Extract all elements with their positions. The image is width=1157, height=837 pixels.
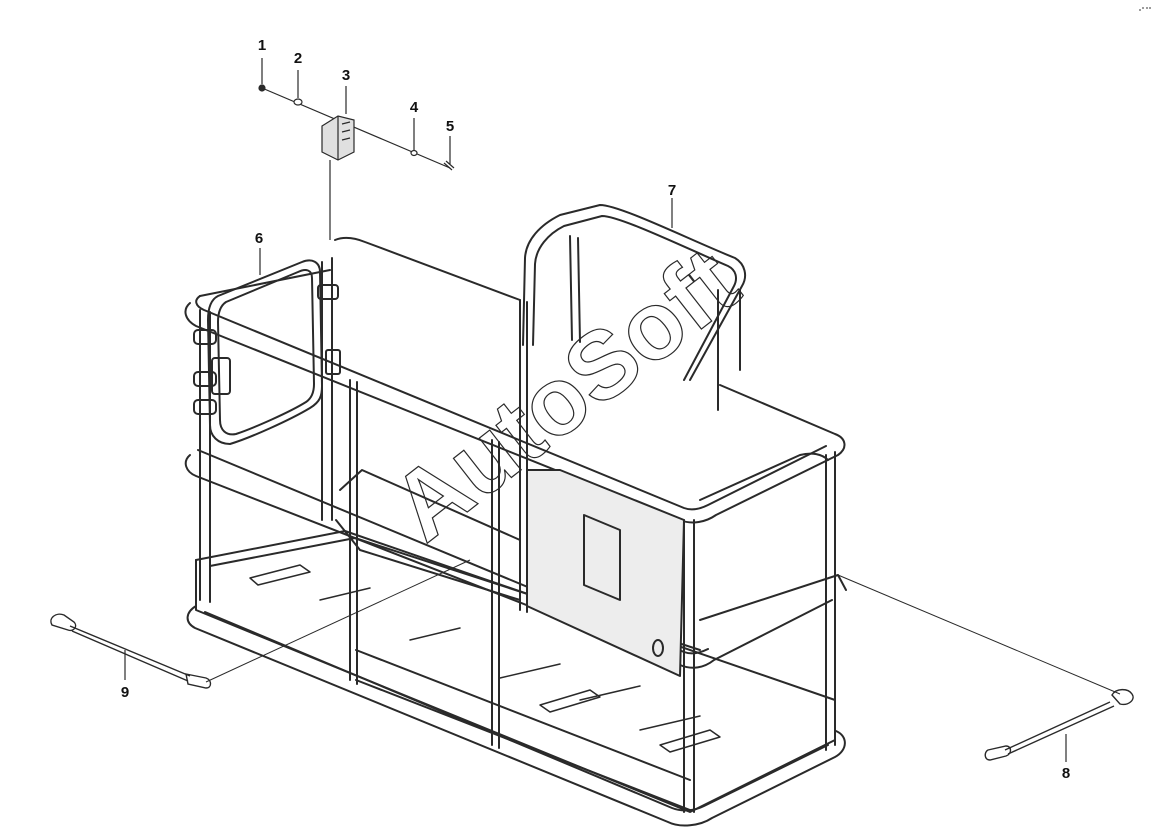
lanyard-8-tether xyxy=(837,574,1121,695)
bolt-part xyxy=(443,160,455,171)
floor-tube xyxy=(186,605,846,827)
step-rail xyxy=(355,649,691,781)
callout-6: 6 xyxy=(255,230,263,247)
gate-frame xyxy=(207,259,323,445)
lanyard-9-strap xyxy=(69,625,191,682)
lanyard-8 xyxy=(837,574,1134,761)
top-rail xyxy=(184,302,846,524)
top-rail-inner xyxy=(195,295,827,511)
floor-tube-inner xyxy=(204,611,829,812)
gate-frame-inner xyxy=(217,269,315,436)
lanyard-9-clip xyxy=(185,673,212,689)
lanyard-9-tether xyxy=(205,559,471,683)
washer-part xyxy=(293,98,303,106)
bracket-part-detail xyxy=(337,116,351,160)
callout-4: 4 xyxy=(410,99,419,116)
end-rail xyxy=(699,452,829,501)
hardware-axis-line xyxy=(261,87,451,169)
step-rail-lower xyxy=(355,679,691,811)
top-rail-back xyxy=(199,236,521,301)
gate-hinges xyxy=(193,284,341,415)
control-cage-back xyxy=(569,235,741,411)
callout-labels: 1 2 3 4 5 6 7 8 9 xyxy=(121,37,1070,782)
callout-2: 2 xyxy=(294,50,302,67)
control-cage xyxy=(522,204,747,381)
callout-8: 8 xyxy=(1062,765,1070,782)
hardware-stack xyxy=(258,84,455,240)
callout-1: 1 xyxy=(258,37,266,54)
callout-3: 3 xyxy=(342,67,350,84)
lanyard-8-hook xyxy=(1111,688,1134,706)
corner-mark xyxy=(1139,7,1151,11)
control-knob xyxy=(652,639,664,657)
end-rail-lower xyxy=(699,574,847,621)
leader-lines xyxy=(124,58,1067,762)
control-box xyxy=(526,469,685,677)
nut-part xyxy=(258,84,266,92)
control-cage-inner xyxy=(532,215,737,381)
callout-7: 7 xyxy=(668,182,676,199)
lanyard-9 xyxy=(50,559,471,689)
back-frame xyxy=(335,469,521,601)
control-box-window xyxy=(583,514,621,601)
posts xyxy=(199,257,836,813)
platform-basket xyxy=(184,204,847,827)
lanyard-8-strap xyxy=(1004,701,1115,755)
callout-9: 9 xyxy=(121,684,129,701)
lanyard-9-hook xyxy=(50,613,77,632)
lanyard-8-clip xyxy=(984,745,1012,761)
callout-5: 5 xyxy=(446,118,454,135)
lock-washer-part xyxy=(410,149,418,157)
